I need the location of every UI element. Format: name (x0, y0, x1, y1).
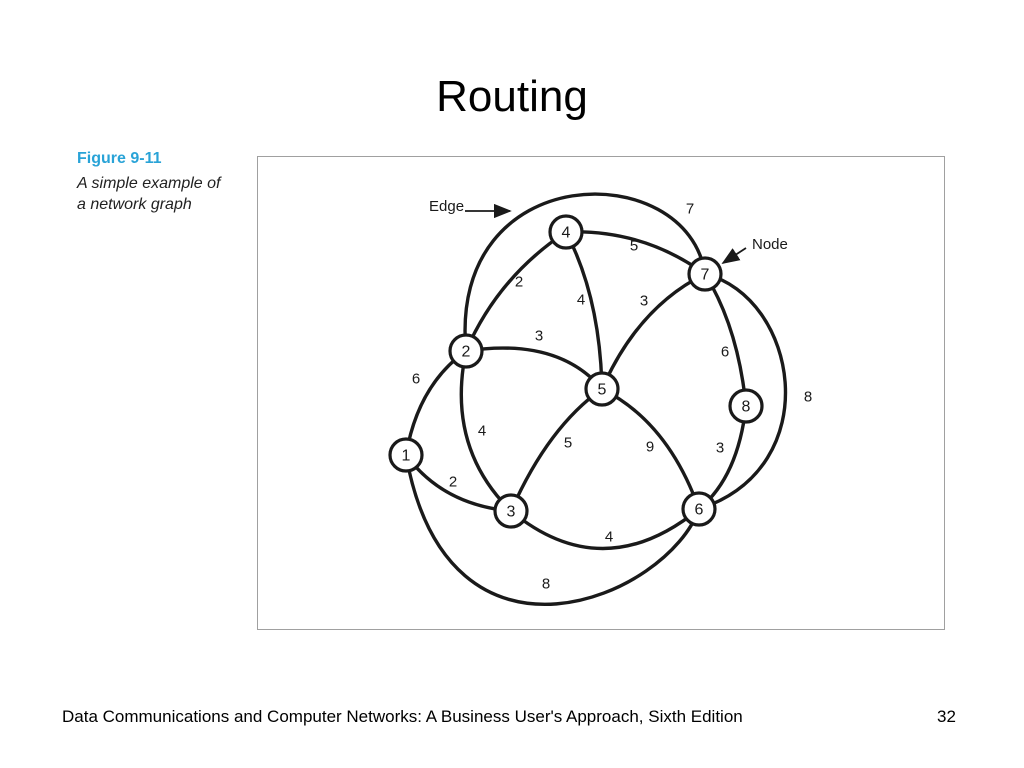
node-6: 6 (681, 491, 717, 527)
node-5: 5 (584, 371, 620, 407)
node-circle-5 (584, 371, 620, 407)
edge-weight-5-3: 5 (564, 435, 572, 452)
node-callout-label: Node (752, 236, 788, 253)
edge-7-8 (703, 273, 748, 407)
node-circle-6 (681, 491, 717, 527)
edge-2-5 (465, 346, 604, 391)
node-3: 3 (493, 493, 529, 529)
edge-5-7 (600, 272, 706, 390)
edge-weight-5-6: 9 (646, 439, 654, 456)
node-callout-arrow (721, 247, 747, 264)
node-label-6: 6 (695, 502, 704, 519)
node-label-2: 2 (462, 344, 471, 361)
edge-1-3 (404, 453, 512, 513)
figure-number: Figure 9-11 (77, 150, 162, 167)
slide-footer: Data Communications and Computer Network… (62, 707, 743, 726)
node-circle-1 (388, 437, 424, 473)
edge-weight-2-7: 7 (686, 201, 694, 218)
edge-7-6 (698, 272, 788, 511)
page-number: 32 (937, 707, 956, 726)
slide-title: Routing (436, 72, 588, 121)
edge-weight-3-6: 4 (605, 529, 613, 546)
node-circle-2 (448, 333, 484, 369)
figure-caption: Figure 9-11 A simple example of a networ… (77, 150, 227, 215)
edge-weight-5-7: 3 (640, 293, 648, 310)
node-1: 1 (388, 437, 424, 473)
edge-2-4 (464, 230, 567, 352)
caption-line-1: A simple example of (77, 175, 221, 192)
node-circle-8 (728, 388, 764, 424)
node-label-4: 4 (562, 225, 571, 242)
network-graph: 6 2 8 2 3 4 7 5 4 3 5 9 4 6 3 8 1 2 3 4 5 6 7 8 Edge Node (388, 192, 812, 606)
node-label-3: 3 (507, 504, 516, 521)
edge-weight-8-6: 3 (716, 440, 724, 457)
edge-weight-1-2: 6 (412, 371, 420, 388)
edge-weight-1-6: 8 (542, 576, 550, 593)
node-circle-3 (493, 493, 529, 529)
edge-callout-label: Edge (429, 198, 464, 215)
edge-weight-1-3: 2 (449, 474, 457, 491)
edge-weight-7-6: 8 (804, 389, 812, 406)
edge-3-6 (509, 507, 701, 551)
edge-weight-4-7: 5 (630, 238, 638, 255)
node-label-8: 8 (742, 399, 751, 416)
node-8: 8 (728, 388, 764, 424)
network-graph-figure: 6 2 8 2 3 4 7 5 4 3 5 9 4 6 3 8 1 2 3 4 5 6 7 8 Edge Node (257, 156, 945, 630)
edge-2-7 (463, 192, 707, 352)
node-label-5: 5 (598, 382, 607, 399)
node-circle-4 (548, 214, 584, 250)
edge-weight-2-5: 3 (535, 328, 543, 345)
node-label-1: 1 (402, 448, 411, 465)
edge-weight-2-3: 4 (478, 423, 486, 440)
node-label-7: 7 (701, 267, 710, 284)
node-2: 2 (448, 333, 484, 369)
edge-1-2 (404, 349, 467, 456)
caption-line-2: a network graph (77, 196, 192, 213)
edge-weight-7-8: 6 (721, 344, 729, 361)
node-4: 4 (548, 214, 584, 250)
edge-weight-4-5: 4 (577, 292, 585, 309)
node-7: 7 (687, 256, 723, 292)
node-circle-7 (687, 256, 723, 292)
edge-weight-2-4: 2 (515, 274, 523, 291)
edge-1-6 (404, 454, 701, 606)
figure-caption-text: A simple example of a network graph (77, 173, 227, 215)
edge-5-3 (509, 387, 603, 512)
edge-2-3 (459, 350, 513, 513)
